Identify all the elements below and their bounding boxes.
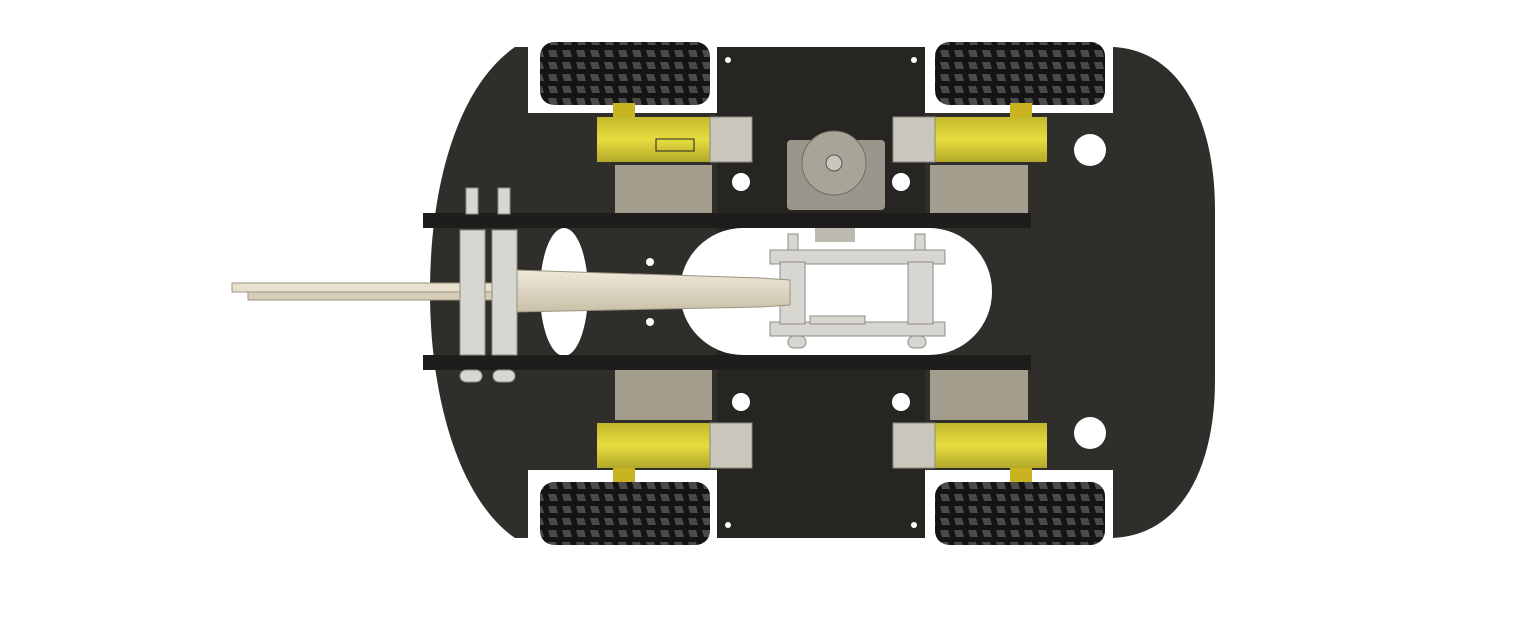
motor-brackets: [615, 165, 1028, 420]
linkage-frame: [769, 233, 946, 349]
standoff-posts: [459, 187, 518, 383]
wheel-front-left: [540, 42, 710, 105]
wheel-front-right: [935, 42, 1105, 105]
motors: [597, 116, 1047, 469]
axles: [613, 103, 1032, 482]
upper-rail: [423, 213, 1031, 228]
wheel-rear-right: [935, 482, 1105, 545]
wheel-rear-left: [540, 482, 710, 545]
gripper-arm: [231, 269, 791, 313]
lower-rail: [423, 355, 1031, 370]
servo: [787, 130, 885, 242]
motor-rear-left: [597, 423, 710, 468]
mount-holes: [646, 57, 1106, 528]
wheels: [540, 42, 1105, 545]
motor-front-right: [935, 117, 1047, 162]
motor-rear-right: [935, 423, 1047, 468]
